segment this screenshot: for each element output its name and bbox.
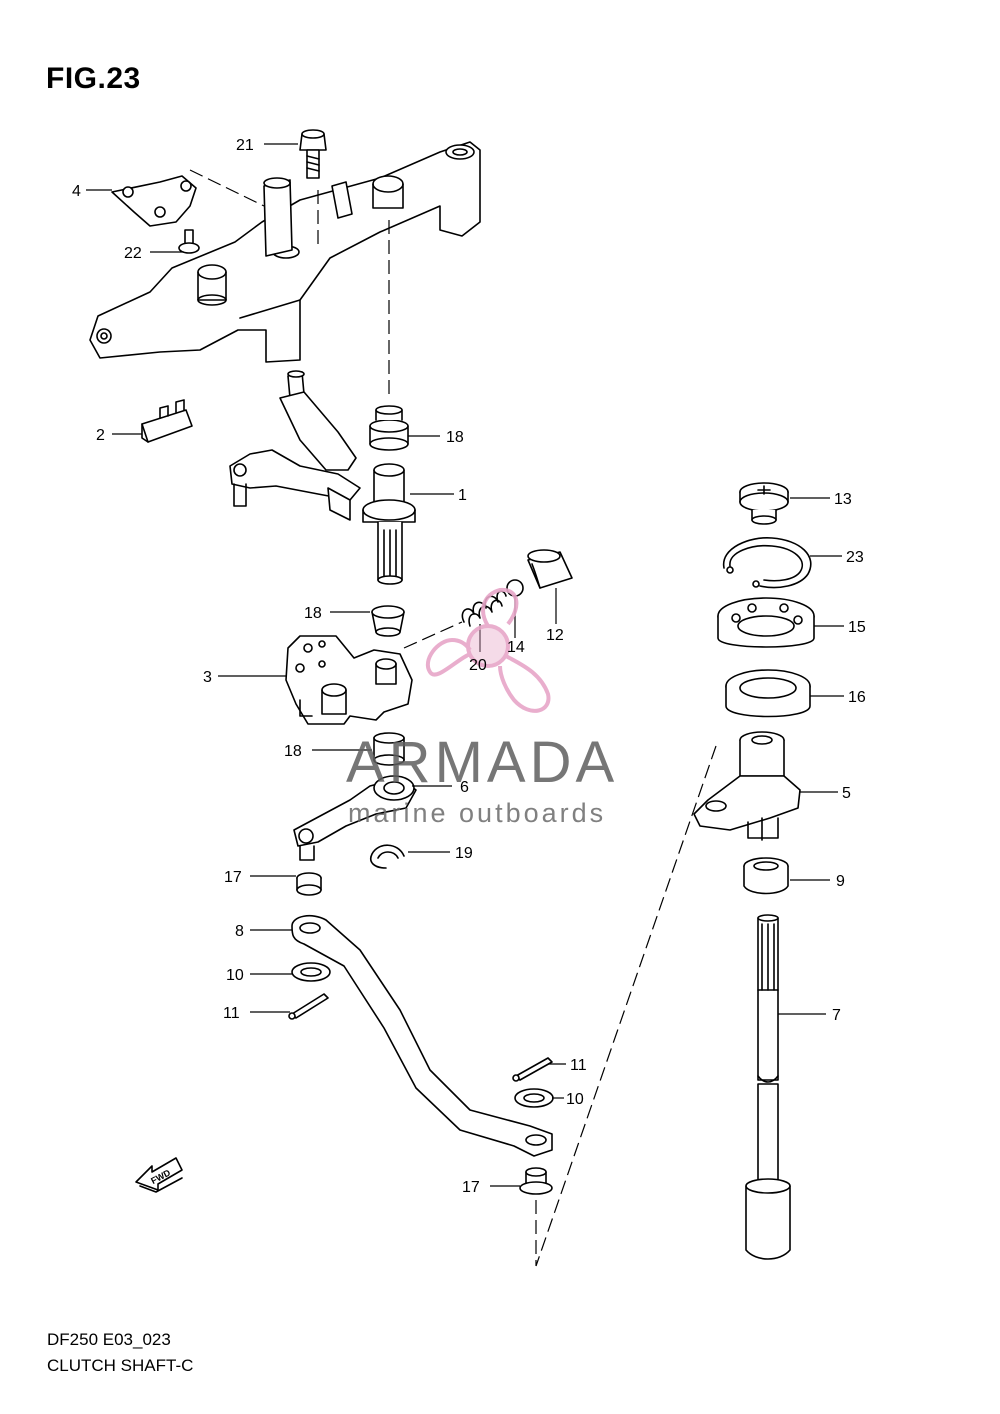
callout-7: 7 [832,1007,841,1024]
part-17-bushing-upper [296,872,322,896]
callout-18-upper: 18 [446,429,464,446]
figure-name: CLUTCH SHAFT-C [47,1356,194,1375]
callout-15: 15 [848,619,866,636]
part-15-bearing [717,597,815,648]
propeller-icon [426,587,551,713]
callout-8: 8 [235,923,244,940]
figure-title: FIG.23 [46,62,141,95]
assembly-line-shaft [535,745,717,1267]
part-23-circlip [723,537,812,589]
callout-19: 19 [455,845,473,862]
callout-13: 13 [834,491,852,508]
callout-20: 20 [469,657,487,674]
part-8-link-rod [291,914,553,1157]
callout-1: 1 [458,487,467,504]
part-18-bushing-lower [373,732,405,766]
callout-10-upper: 10 [226,967,244,984]
part-9-collar [743,857,789,895]
callout-16: 16 [848,689,866,706]
part-11-cotter-pin-lower [512,1057,553,1082]
callout-4: 4 [72,183,81,200]
callout-21: 21 [236,137,254,154]
callout-10-lower: 10 [566,1091,584,1108]
callout-18-middle: 18 [304,605,322,622]
part-10-washer-lower [514,1088,554,1108]
part-6-lever-arm [293,775,417,861]
callout-17-lower: 17 [462,1179,480,1196]
callout-17-upper: 17 [224,869,242,886]
part-21-bolt [299,129,327,179]
callout-23: 23 [846,549,864,566]
part-18-bushing-middle [371,605,405,637]
shift-bracket-housing [89,141,481,363]
assembly-line-bracket [189,169,265,207]
fwd-direction-arrow [135,1157,183,1193]
model-code: DF250 E03_023 [47,1330,171,1349]
part-12-sleeve [527,549,573,589]
callout-22: 22 [124,245,142,262]
watermark-brand: ARMADA [346,730,618,795]
callout-9: 9 [836,873,845,890]
assembly-line-spring [403,621,463,649]
callout-11-lower: 11 [570,1057,587,1074]
part-5-shaft-holder [693,731,801,841]
callout-2: 2 [96,427,105,444]
part-4-bracket-plate [111,175,197,227]
callout-6: 6 [460,779,469,796]
part-3-shift-cam [285,635,413,725]
part-16-seal [725,669,811,718]
part-10-washer-upper [291,962,331,982]
callout-5: 5 [842,785,851,802]
part-13-plug [739,482,789,525]
callout-18-lower: 18 [284,743,302,760]
part-18-bushing-upper [369,405,409,451]
part-17-bushing-lower [519,1167,553,1195]
part-2-clip [141,399,193,443]
part-22-screw [178,229,200,254]
watermark-tagline: marine outboards [348,798,606,828]
callout-11-upper: 11 [223,1005,240,1022]
callout-12: 12 [546,627,564,644]
part-19-e-clip [370,844,405,869]
part-1-shift-lever [229,370,416,585]
callout-3: 3 [203,669,212,686]
part-11-cotter-pin-upper [288,993,329,1020]
part-7-clutch-shaft [745,914,791,1260]
callout-14: 14 [507,639,525,656]
